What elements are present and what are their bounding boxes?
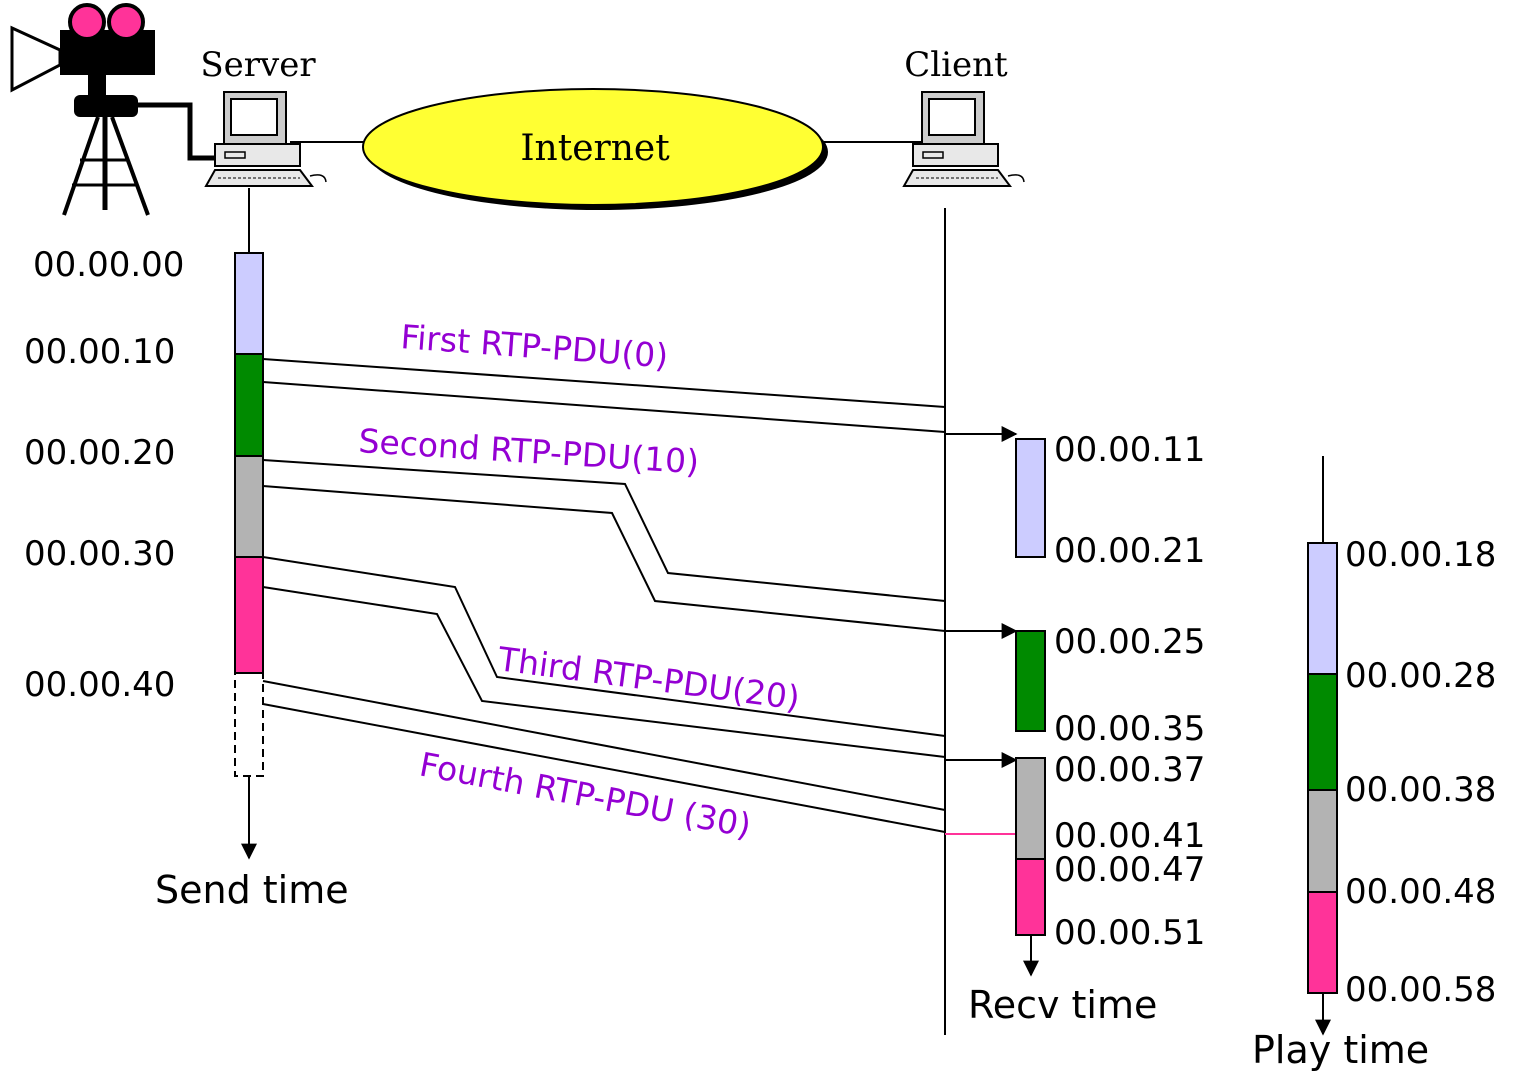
packet-2-path-end (262, 485, 946, 632)
packet-2-path-start (262, 459, 946, 602)
recv-time-label: 00.00.37 (1054, 750, 1205, 790)
send-block-2 (234, 353, 264, 457)
play-block-4 (1307, 891, 1338, 994)
play-time-axis-label: Play time (1252, 1028, 1429, 1072)
send-time-label: 00.00.10 (24, 332, 175, 372)
recv-time-axis-label: Recv time (968, 983, 1157, 1027)
internet-label: Internet (520, 128, 670, 169)
recv-time-label: 00.00.11 (1054, 430, 1205, 470)
recv-block-1 (1015, 438, 1046, 558)
recv-block-2 (1015, 630, 1046, 732)
play-block-1 (1307, 542, 1338, 675)
video-camera-icon (10, 3, 155, 216)
send-block-empty (234, 672, 264, 777)
send-block-4 (234, 556, 264, 674)
recv-time-label: 00.00.25 (1054, 622, 1205, 662)
play-time-label: 00.00.28 (1345, 656, 1496, 696)
server-label: Server (200, 45, 316, 85)
packet-4-label: Fourth RTP-PDU (30) (417, 745, 755, 846)
recv-time-label: 00.00.47 (1054, 850, 1205, 890)
recv-time-label: 00.00.51 (1054, 913, 1205, 953)
recv-time-label: 00.00.41 (1054, 816, 1205, 856)
packet-3-path-start (262, 556, 946, 737)
packet-1-path-start (262, 358, 946, 408)
recv-time-label: 00.00.35 (1054, 709, 1205, 749)
internet-ellipse (362, 88, 824, 206)
play-time-label: 00.00.58 (1345, 970, 1496, 1010)
send-time-axis-label: Send time (155, 868, 349, 912)
packet-3-path-end (262, 586, 946, 758)
packet-4-path-end (262, 703, 946, 833)
play-time-label: 00.00.18 (1345, 535, 1496, 575)
client-computer-icon (902, 91, 1025, 187)
packet-2-label: Second RTP-PDU(10) (357, 421, 700, 481)
play-block-2 (1307, 673, 1338, 791)
recv-block-3 (1015, 757, 1046, 860)
send-time-label: 00.00.30 (24, 534, 175, 574)
recv-block-4 (1015, 858, 1046, 936)
send-time-label: 00.00.20 (24, 433, 175, 473)
send-block-1 (234, 252, 264, 355)
camera-cable (138, 102, 215, 161)
play-block-3 (1307, 789, 1338, 893)
play-time-label: 00.00.48 (1345, 872, 1496, 912)
packet-3-label: Third RTP-PDU(20) (495, 639, 802, 717)
packet-1-label: First RTP-PDU(0) (399, 317, 669, 376)
packet-1-path-end (262, 381, 946, 433)
send-time-label: 00.00.40 (24, 665, 175, 705)
packet-4-path-start (262, 680, 946, 811)
send-block-3 (234, 455, 264, 558)
client-label: Client (904, 45, 1008, 85)
send-time-label: 00.00.00 (33, 245, 184, 285)
server-computer-icon (204, 91, 327, 187)
play-time-label: 00.00.38 (1345, 770, 1496, 810)
recv-time-label: 00.00.21 (1054, 531, 1205, 571)
